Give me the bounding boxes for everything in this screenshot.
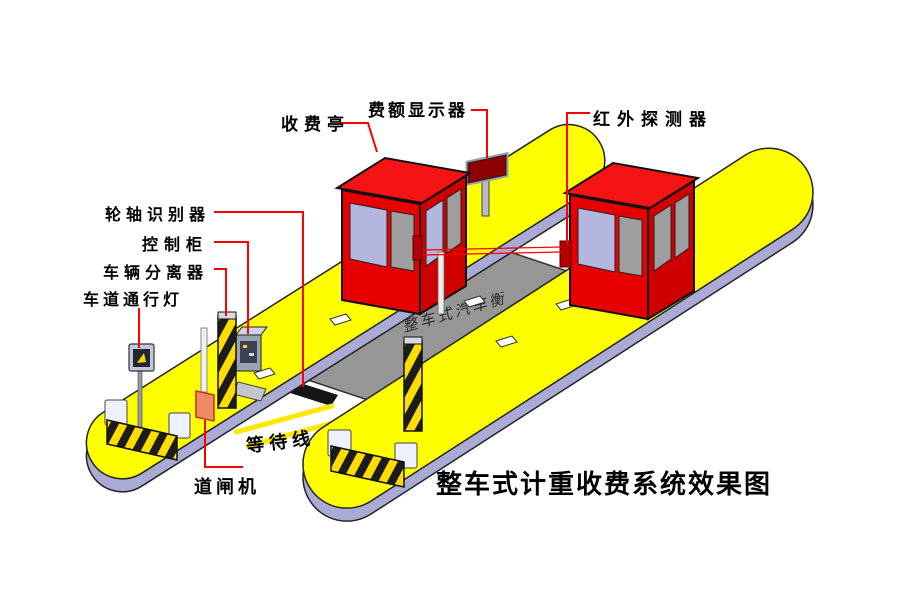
fee-display-post [481, 177, 490, 217]
control-cabinet [235, 326, 268, 372]
barrier-arm [200, 327, 208, 393]
infrared-beams [422, 246, 562, 256]
right-booth-window-4 [674, 193, 690, 259]
label-fee-display: 费额显示器 [368, 101, 468, 120]
label-axle-identifier: 轮轴识别器 [105, 207, 211, 224]
right-booth-window-2 [618, 215, 643, 277]
callout-fee-booth [340, 122, 378, 153]
axle-identifier-strip [287, 381, 338, 406]
left-booth-window-1 [349, 202, 388, 268]
callout-control-cabinet [214, 241, 249, 334]
right-booth-roof [562, 161, 701, 210]
right-booth-window-3 [653, 204, 672, 272]
label-lane-light: 车道通行灯 [83, 292, 184, 309]
callout-infrared [566, 112, 590, 244]
left-booth-window-4 [446, 188, 462, 254]
label-vehicle-separator: 车辆分离器 [103, 265, 209, 282]
callout-fee-display [471, 109, 488, 158]
label-control-cabinet: 控制柜 [142, 237, 209, 254]
lane-traffic-light [128, 343, 155, 429]
callout-vehicle-separator [214, 268, 227, 316]
callout-barrier-gate [204, 420, 243, 468]
vehicle-separator-left [217, 311, 237, 409]
right-toll-booth [559, 161, 701, 321]
label-fee-booth: 收费亭 [281, 115, 350, 134]
fee-display-panel [467, 154, 507, 184]
left-toll-booth [334, 156, 473, 316]
barrier-gate-machine [195, 327, 215, 422]
left-booth-window-2 [390, 210, 415, 272]
crash-cushion-right [327, 429, 418, 488]
diagram-title: 整车式计重收费系统效果图 [436, 470, 773, 499]
infrared-receiver [559, 240, 572, 268]
right-booth-window-1 [577, 207, 616, 273]
label-infrared-detector: 红外探测器 [593, 110, 713, 129]
left-booth-roof [334, 156, 473, 205]
callout-lines [138, 109, 590, 468]
label-barrier-gate: 道闸机 [194, 477, 260, 497]
left-island-top [85, 123, 606, 480]
callout-axle-identifier [214, 211, 304, 387]
crash-cushion-left [104, 399, 191, 461]
infrared-emitter [412, 235, 423, 261]
vehicle-separator-right [403, 336, 423, 432]
left-booth-door-post [437, 251, 445, 315]
